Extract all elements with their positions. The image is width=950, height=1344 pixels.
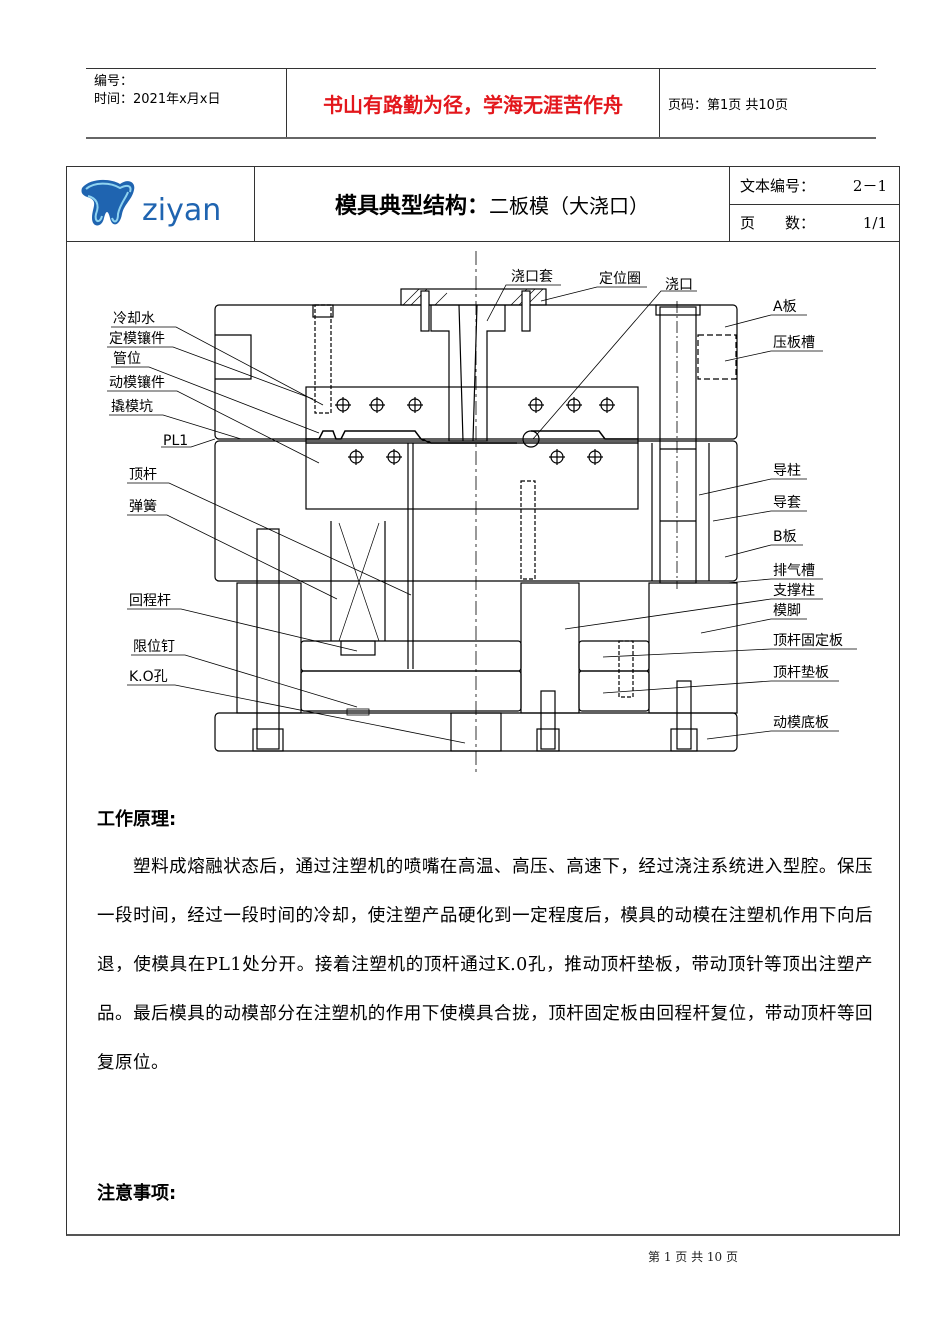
svg-text:撬模坑: 撬模坑 <box>111 399 153 415</box>
title-block: ziyan 模具典型结构： 二板模（大浇口） 文本编号： 2－1 页 数： 1/… <box>67 167 899 242</box>
svg-text:压板槽: 压板槽 <box>773 335 815 351</box>
fixed-insert <box>305 386 639 444</box>
svg-text:浇口: 浇口 <box>665 277 693 293</box>
notes-heading: 注意事项: <box>97 1183 177 1204</box>
date-label: 时间：2021年x月x日 <box>94 92 221 107</box>
svg-text:导套: 导套 <box>773 495 801 511</box>
page-footer: 第 1 页 共 10 页 <box>648 1250 738 1264</box>
working-principle-text: 塑料成熔融状态后，通过注塑机的喷嘴在高温、高压、高速下，经过浇注系统进入型腔。保… <box>97 857 873 1073</box>
motto: 书山有路勤为径，学海无涯苦作舟 <box>286 69 660 137</box>
doc-number-label: 文本编号： <box>740 176 816 195</box>
svg-text:动模镶件: 动模镶件 <box>109 374 165 391</box>
top-leaders <box>486 284 697 440</box>
pages-label: 页 数： <box>740 214 816 233</box>
header-info: 编号： 时间：2021年x月x日 <box>86 69 286 137</box>
guide-pillar <box>659 306 697 584</box>
meta-block: 文本编号： 2－1 页 数： 1/1 <box>730 167 899 241</box>
svg-text:ziyan: ziyan <box>142 193 221 228</box>
svg-text:排气槽: 排气槽 <box>773 563 815 579</box>
svg-text:管位: 管位 <box>113 351 141 367</box>
spacer-block <box>648 582 738 714</box>
svg-text:模脚: 模脚 <box>773 603 801 619</box>
right-leaders <box>564 314 857 740</box>
number-label: 编号： <box>94 74 134 89</box>
svg-text:K.O孔: K.O孔 <box>129 669 168 685</box>
svg-text:回程杆: 回程杆 <box>129 593 171 609</box>
support-pillar <box>520 582 580 714</box>
pages-value: 1/1 <box>862 213 887 232</box>
logo: ziyan <box>67 167 255 241</box>
svg-text:限位钉: 限位钉 <box>133 639 175 655</box>
document-frame: ziyan 模具典型结构： 二板模（大浇口） 文本编号： 2－1 页 数： 1/… <box>66 166 900 1236</box>
svg-text:定位圈: 定位圈 <box>599 271 641 287</box>
svg-text:浇口套: 浇口套 <box>511 269 553 285</box>
svg-text:动模底板: 动模底板 <box>773 715 829 731</box>
svg-text:导柱: 导柱 <box>773 463 801 479</box>
doc-number-row: 文本编号： 2－1 <box>730 167 899 204</box>
svg-text:PL1: PL1 <box>163 433 188 449</box>
right-labels: A板 压板槽 导柱 导套 B板 排气槽 支撑柱 模脚 顶杆固定板 顶杆垫板 动模… <box>773 299 843 731</box>
svg-text:定模镶件: 定模镶件 <box>109 330 165 347</box>
working-principle-heading: 工作原理: <box>97 809 177 830</box>
pages-row: 页 数： 1/1 <box>730 203 899 242</box>
cooling-holes <box>335 397 615 465</box>
svg-text:顶杆垫板: 顶杆垫板 <box>773 665 829 681</box>
svg-text:B板: B板 <box>773 529 797 545</box>
document-title: 模具典型结构： 二板模（大浇口） <box>255 167 730 241</box>
ziyan-logo-icon: ziyan <box>80 179 221 228</box>
doc-number-value: 2－1 <box>852 176 887 195</box>
ejector-plate <box>300 670 522 712</box>
title-sub: 二板模（大浇口） <box>489 193 649 218</box>
locating-ring <box>400 288 547 306</box>
svg-text:A板: A板 <box>773 299 797 315</box>
svg-text:顶杆: 顶杆 <box>129 467 157 483</box>
left-labels: 冷却水 定模镶件 管位 动模镶件 撬模坑 PL1 顶杆 弹簧 回程杆 限位钉 K… <box>109 311 188 685</box>
svg-text:弹簧: 弹簧 <box>129 499 157 515</box>
svg-text:冷却水: 冷却水 <box>113 311 155 327</box>
top-labels: 浇口套 定位圈 浇口 <box>511 269 693 293</box>
page-info: 页码：第1页 共10页 <box>668 97 788 113</box>
svg-text:支撑柱: 支撑柱 <box>773 583 815 599</box>
mold-structure-diagram: 冷却水 定模镶件 管位 动模镶件 撬模坑 PL1 顶杆 弹簧 回程杆 限位钉 K… <box>107 251 857 776</box>
page-header: 编号： 时间：2021年x月x日 书山有路勤为径，学海无涯苦作舟 页码：第1页 … <box>86 68 876 139</box>
title-main: 模具典型结构： <box>334 193 489 219</box>
left-leaders <box>107 326 466 744</box>
svg-text:顶杆固定板: 顶杆固定板 <box>773 633 843 649</box>
